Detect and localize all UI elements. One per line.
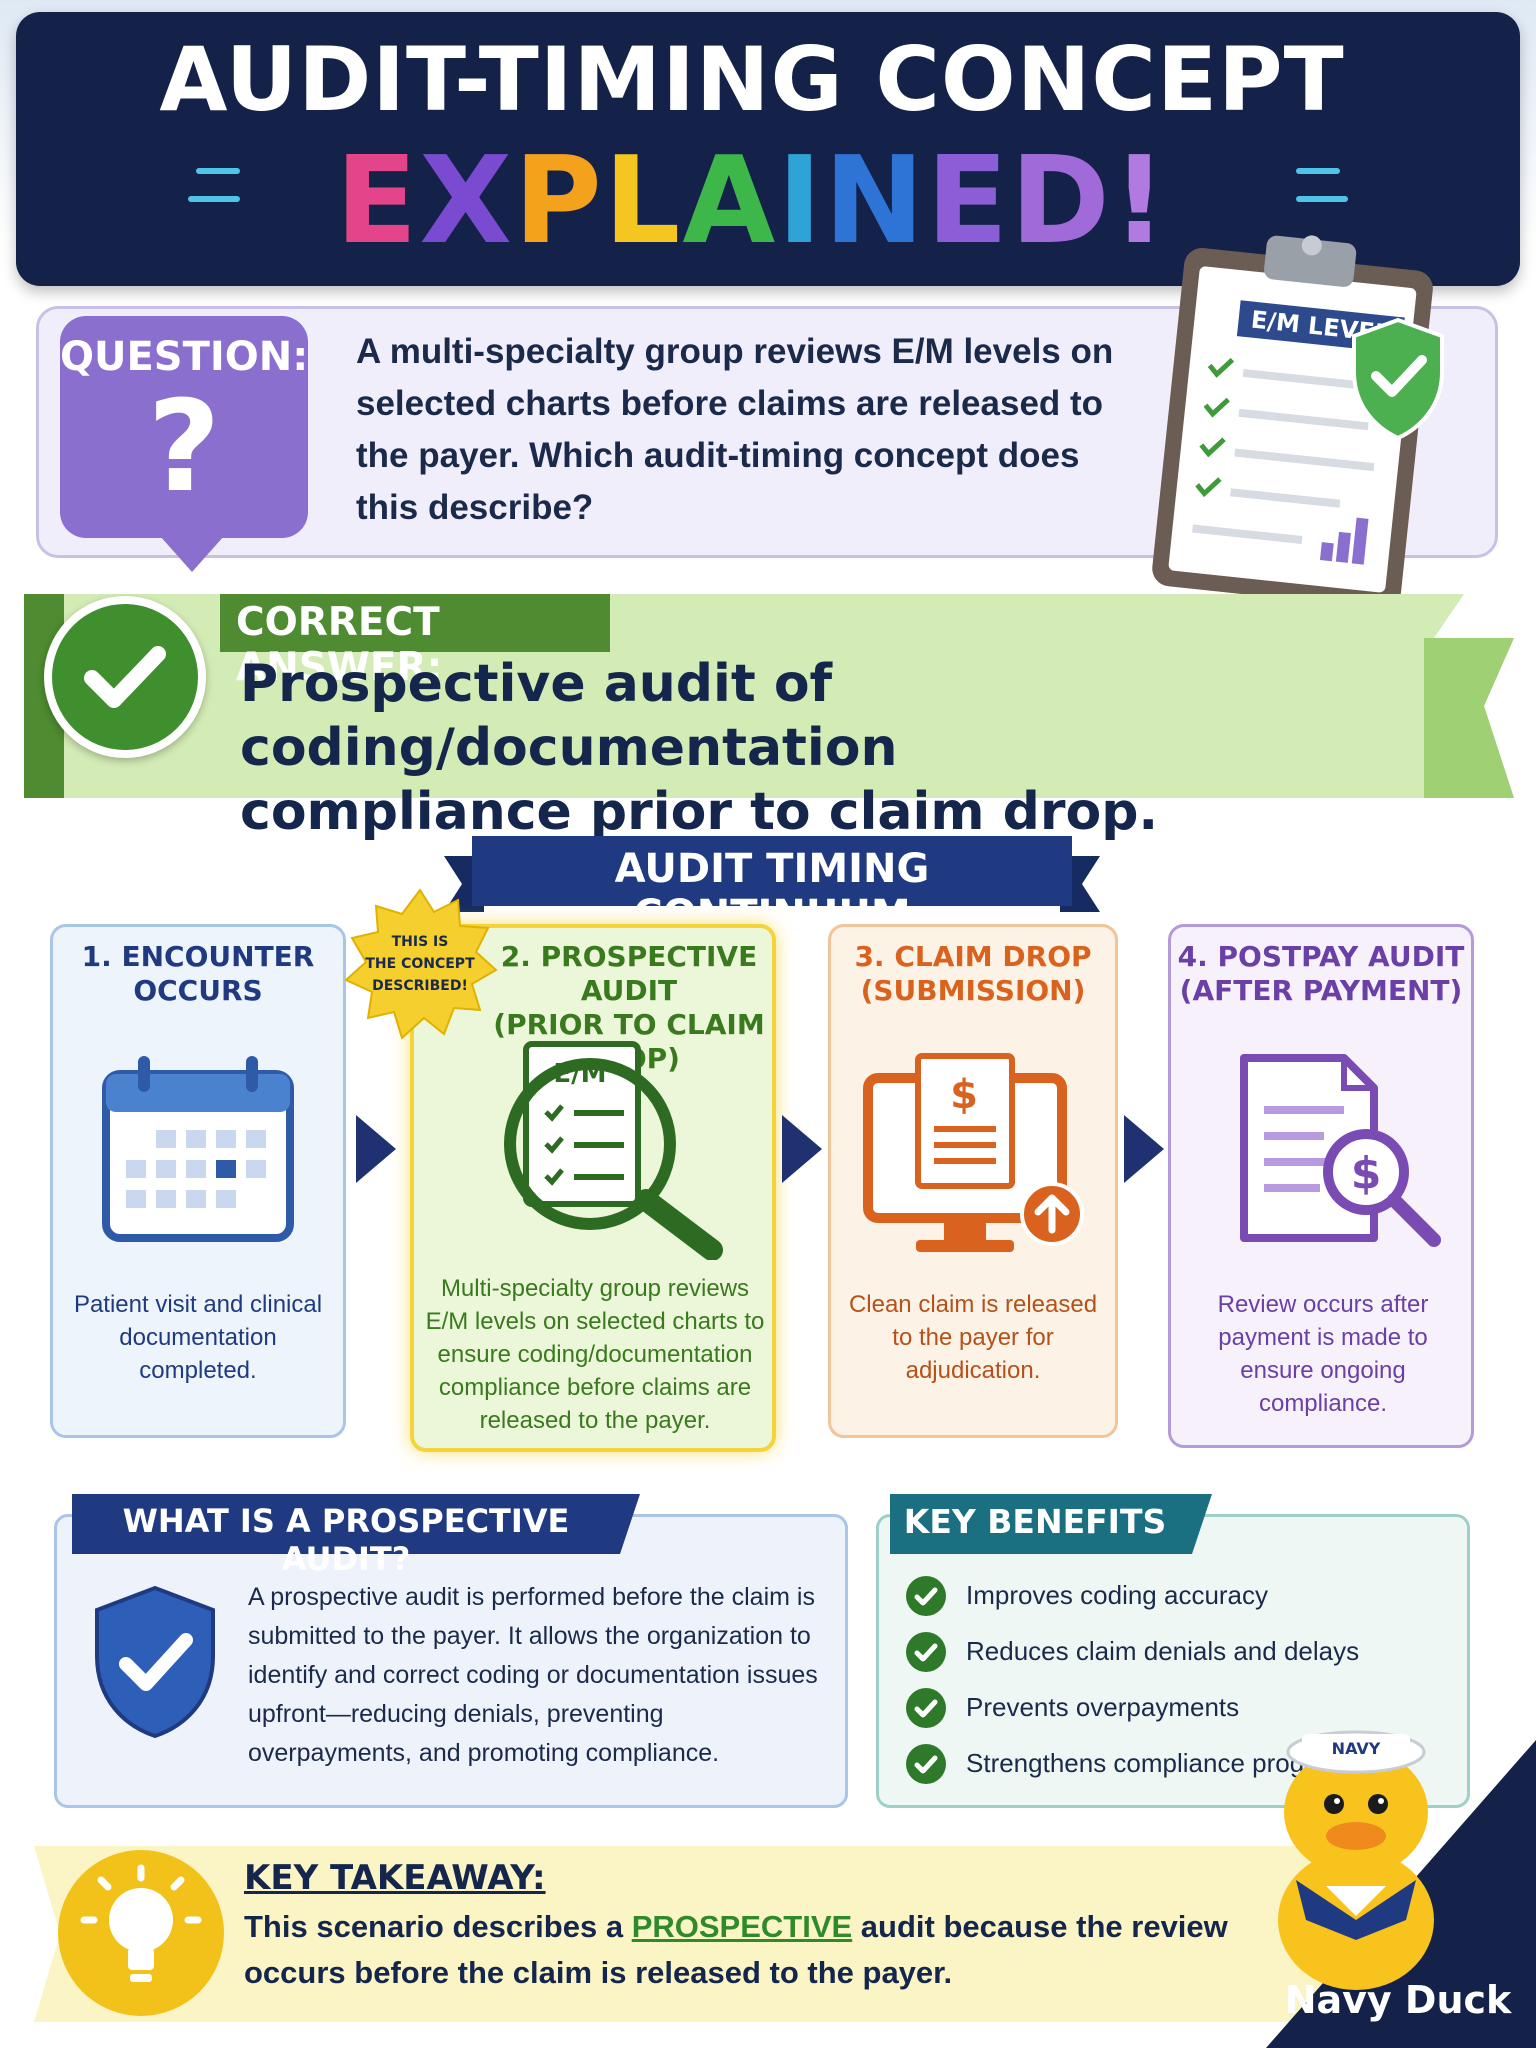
subtitle-letter: I xyxy=(777,132,824,271)
check-circle-icon xyxy=(906,1744,946,1784)
sparkle-decoration xyxy=(1296,168,1340,174)
check-circle-icon xyxy=(906,1576,946,1616)
benefit-text: Reduces claim denials and delays xyxy=(966,1636,1360,1666)
lightbulb-icon xyxy=(58,1850,224,2016)
step-text-postpay: Review occurs after payment is made to e… xyxy=(1217,1291,1429,1417)
benefit-item: Prevents overpayments xyxy=(906,1686,1446,1732)
mascot-name: Navy Duck xyxy=(1284,1978,1512,2022)
benefit-item: Improves coding accuracy xyxy=(906,1574,1446,1620)
svg-text:THIS IS: THIS IS xyxy=(392,934,449,950)
svg-text:THE CONCEPT: THE CONCEPT xyxy=(365,956,475,972)
what-is-heading: WHAT IS A PROSPECTIVE AUDIT? xyxy=(122,1502,570,1578)
subtitle-letter: ! xyxy=(1111,132,1169,271)
starburst-badge: THIS IS THE CONCEPT DESCRIBED! xyxy=(344,888,498,1040)
step-title-postpay: 4. POSTPAY AUDIT (AFTER PAYMENT) xyxy=(1177,940,1465,1007)
benefits-heading-tab xyxy=(890,1494,1192,1554)
question-label: QUESTION: xyxy=(60,334,309,380)
svg-text:$: $ xyxy=(1351,1148,1382,1199)
subtitle-letter: A xyxy=(682,132,778,271)
question-badge-tail xyxy=(160,536,224,572)
question-badge xyxy=(60,316,308,538)
takeaway-ribbon xyxy=(34,1846,1334,2022)
step-title-claim-drop: 3. CLAIM DROP (SUBMISSION) xyxy=(854,940,1092,1007)
question-mark-icon: ? xyxy=(147,373,221,520)
subtitle-letter: X xyxy=(419,132,514,271)
answer-text: Prospective audit of coding/documentatio… xyxy=(240,654,1159,842)
continuum-banner xyxy=(472,836,1072,906)
takeaway-highlight: PROSPECTIVE xyxy=(631,1909,853,1944)
arrow-right-icon xyxy=(782,1115,822,1183)
step-text-encounter: Patient visit and clinical documentation… xyxy=(73,1291,323,1384)
benefit-text: Prevents overpayments xyxy=(966,1692,1240,1722)
check-circle-icon xyxy=(44,596,206,758)
step-text-prospective: Multi-specialty group reviews E/M levels… xyxy=(425,1275,765,1434)
subtitle-letter: E xyxy=(926,132,1011,271)
check-circle-icon xyxy=(906,1688,946,1728)
takeaway-label: KEY TAKEAWAY: xyxy=(244,1858,546,1898)
answer-label: CORRECT ANSWER: xyxy=(236,600,443,690)
subtitle-letter: L xyxy=(603,132,683,271)
svg-text:$: $ xyxy=(950,1072,978,1118)
sparkle-decoration xyxy=(196,168,240,174)
benefit-text: Strengthens compliance program xyxy=(966,1748,1349,1778)
sparkle-decoration xyxy=(1296,196,1348,202)
step-title-encounter: 1. ENCOUNTER OCCURS xyxy=(81,940,315,1007)
what-is-text: A prospective audit is performed before … xyxy=(248,1583,818,1767)
subtitle-letter: E xyxy=(335,132,420,271)
magnifier-document-icon: E/M xyxy=(504,1041,723,1260)
subtitle-letter: D xyxy=(1010,132,1112,271)
document-dollar-magnifier-icon: $ xyxy=(1240,1054,1441,1247)
what-is-heading-tab xyxy=(72,1494,620,1554)
arrow-right-icon xyxy=(1124,1115,1164,1183)
shield-check-icon xyxy=(95,1585,215,1739)
sparkle-decoration xyxy=(188,196,240,202)
svg-text:NAVY: NAVY xyxy=(1332,1739,1381,1758)
question-text: A multi-specialty group reviews E/M leve… xyxy=(356,332,1114,527)
navy-duck-mascot: NAVY xyxy=(1266,1730,1536,2048)
takeaway-text: This scenario describes a PROSPECTIVE au… xyxy=(244,1909,1228,1990)
subtitle-letter: P xyxy=(513,132,604,271)
page-subtitle: EXPLAINED! xyxy=(0,142,1504,262)
benefit-text: Improves coding accuracy xyxy=(966,1580,1269,1610)
clipboard-icon: E/M LEVEL xyxy=(1152,235,1444,609)
monitor-claim-icon: $ xyxy=(863,1053,1084,1252)
arrow-right-icon xyxy=(356,1115,396,1183)
subtitle-letter: N xyxy=(823,132,927,271)
benefits-heading: KEY BENEFITS xyxy=(903,1502,1167,1541)
step-text-claim-drop: Clean claim is released to the payer for… xyxy=(848,1291,1098,1384)
svg-text:DESCRIBED!: DESCRIBED! xyxy=(372,978,468,994)
answer-label-tab xyxy=(220,594,610,652)
benefit-item: Reduces claim denials and delays xyxy=(906,1630,1446,1676)
benefit-item: Strengthens compliance program xyxy=(906,1742,1446,1788)
check-circle-icon xyxy=(906,1632,946,1672)
page-title: AUDIT-TIMING CONCEPT xyxy=(159,28,1345,131)
calendar-icon xyxy=(102,1056,294,1242)
